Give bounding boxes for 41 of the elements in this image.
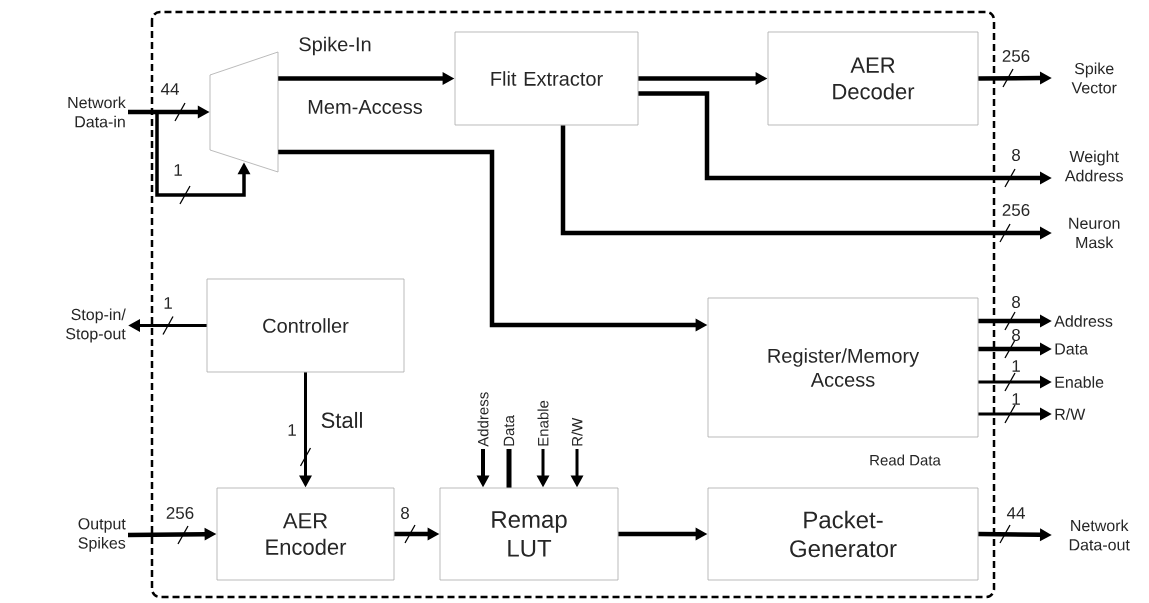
- signal-label: Address: [477, 392, 489, 447]
- edge-label: 8: [1012, 329, 1020, 341]
- process-box: Remap LUT: [439, 487, 619, 581]
- port-label: R/W: [1055, 408, 1086, 420]
- edge-label: 44: [1006, 507, 1025, 519]
- edge-label: 8: [401, 507, 409, 519]
- port-label: Neuron Mask: [1069, 217, 1120, 249]
- multiplexer-shape: [209, 51, 279, 173]
- edge-label: 1: [288, 424, 296, 436]
- port-label: Stop-in/ Stop-out: [66, 308, 126, 343]
- port-label: Network Data-in: [68, 96, 126, 128]
- process-box: AER Decoder: [767, 31, 979, 126]
- port-label: Spike Vector: [1071, 62, 1117, 94]
- edge-label: 8: [1012, 296, 1020, 308]
- edge-label: 256: [1002, 50, 1030, 62]
- port-label: Weight Address: [1064, 150, 1123, 182]
- process-box: AER Encoder: [216, 487, 395, 581]
- port-label: Network Data-out: [1069, 519, 1130, 551]
- edge-label: 1: [1012, 393, 1020, 405]
- edge-label: Spike-In: [299, 36, 371, 56]
- edge-label: 1: [164, 297, 172, 309]
- signal-label: Read Data: [870, 454, 941, 466]
- signal-label: Data: [503, 415, 515, 446]
- signal-label: R/W: [571, 417, 583, 446]
- edge-label: 1: [174, 164, 182, 176]
- signal-label: Stall: [321, 411, 362, 429]
- edge-label: 8: [1012, 149, 1020, 161]
- port-label: Enable: [1055, 376, 1104, 388]
- process-box: Packet-Generator: [707, 487, 979, 581]
- signal-label: Enable: [537, 400, 549, 446]
- signal-label: Mem-Access: [308, 100, 423, 114]
- port-label: Data: [1055, 343, 1088, 355]
- port-label: Address: [1054, 315, 1113, 327]
- port-label: Output Spikes: [78, 518, 126, 552]
- edge-label: 256: [166, 507, 194, 519]
- edge-label: 44: [160, 83, 179, 95]
- process-box: Register/Memory Access: [707, 297, 979, 438]
- edge-label: 1: [1012, 360, 1020, 372]
- process-box: Controller: [206, 278, 405, 373]
- edge-label: 256: [1002, 204, 1030, 216]
- process-box: Flit Extractor: [454, 31, 639, 126]
